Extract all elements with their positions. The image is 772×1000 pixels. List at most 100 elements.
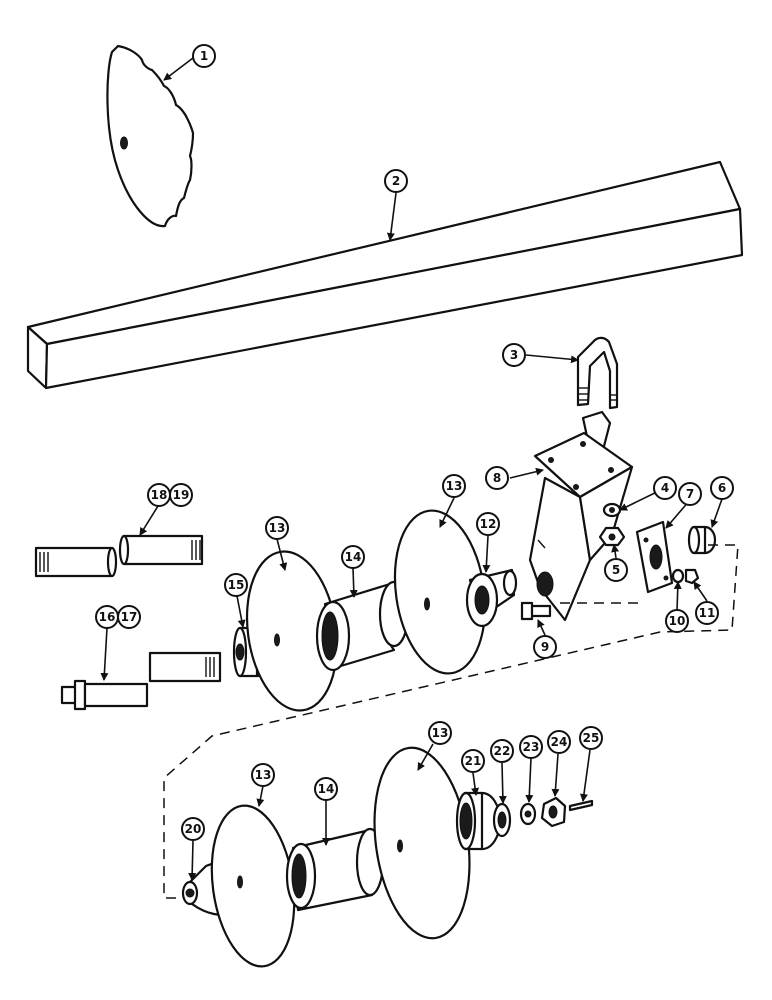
- callout-12: 12: [476, 512, 500, 536]
- bearing-part: [455, 791, 502, 851]
- callout-label: 17: [121, 610, 138, 624]
- leader-line: [471, 772, 480, 796]
- pipe-spacer-part: [34, 534, 204, 578]
- callout-11: 11: [695, 601, 719, 625]
- leader-line: [188, 840, 197, 881]
- callout-label: 14: [345, 550, 362, 564]
- callout-17: 17: [117, 605, 141, 629]
- disc-blade-part: [373, 746, 471, 940]
- callout-label: 3: [510, 348, 518, 362]
- callout-label: 12: [480, 517, 497, 531]
- leader-line: [537, 619, 546, 636]
- cotter-pin-part: [568, 799, 594, 812]
- callout-label: 24: [551, 735, 568, 749]
- leader-line: [498, 762, 507, 804]
- cone-washer-part: [465, 568, 518, 628]
- washer-part: [598, 526, 626, 547]
- hanger-bracket-part: [528, 410, 634, 622]
- callout-label: 7: [686, 487, 694, 501]
- leader-line: [349, 567, 358, 598]
- leader-lines: [100, 57, 723, 881]
- callout-13-lower-left: 13: [251, 763, 275, 787]
- callout-3: 3: [502, 343, 526, 367]
- spool-spacer-part: [315, 580, 410, 672]
- callout-9: 9: [533, 635, 557, 659]
- callout-label: 8: [493, 471, 501, 485]
- callout-label: 21: [465, 754, 482, 768]
- callout-13-upper-left: 13: [265, 516, 289, 540]
- callout-21: 21: [461, 749, 485, 773]
- leader-line: [525, 354, 579, 364]
- leader-line: [579, 749, 591, 802]
- callout-label: 13: [269, 521, 286, 535]
- callout-label: 20: [185, 822, 202, 836]
- callout-label: 13: [432, 726, 449, 740]
- bearing-part: [687, 525, 717, 555]
- callout-13-upper-right: 13: [442, 474, 466, 498]
- bearing-flange-part: [635, 520, 674, 594]
- callout-label: 4: [661, 481, 669, 495]
- leader-line: [525, 757, 534, 803]
- seal-part: [492, 802, 512, 838]
- u-bolt-part: [576, 336, 619, 410]
- leader-line: [509, 467, 544, 479]
- callout-10: 10: [665, 609, 689, 633]
- callout-label: 23: [523, 740, 540, 754]
- leader-line: [611, 544, 620, 559]
- callout-5: 5: [604, 558, 628, 582]
- callout-label: 5: [612, 563, 620, 577]
- callout-15: 15: [224, 573, 248, 597]
- callout-label: 9: [541, 640, 549, 654]
- castle-nut-part: [540, 796, 567, 828]
- callout-20: 20: [181, 817, 205, 841]
- callout-24: 24: [547, 730, 571, 754]
- nut-part: [602, 502, 622, 518]
- disc-blade-part: [210, 804, 296, 968]
- callout-23: 23: [519, 735, 543, 759]
- callout-14-lower: 14: [314, 777, 338, 801]
- callout-label: 25: [583, 731, 600, 745]
- small-nut-part: [671, 568, 700, 585]
- callout-label: 16: [99, 610, 116, 624]
- callout-label: 15: [228, 578, 245, 592]
- axle-bolt-part: [60, 651, 222, 711]
- callout-2: 2: [384, 169, 408, 193]
- continuation-line: [163, 544, 739, 899]
- leader-line: [276, 538, 288, 571]
- leader-line: [236, 595, 246, 628]
- callout-19: 19: [169, 483, 193, 507]
- callout-6: 6: [710, 476, 734, 500]
- callout-label: 14: [318, 782, 335, 796]
- callout-8: 8: [485, 466, 509, 490]
- callout-14-upper: 14: [341, 545, 365, 569]
- leader-line: [482, 535, 491, 573]
- leader-line: [139, 505, 159, 536]
- notched-disc-part: [106, 44, 195, 228]
- callout-22: 22: [490, 739, 514, 763]
- callout-label: 1: [200, 49, 208, 63]
- callout-label: 11: [699, 606, 716, 620]
- callout-1: 1: [192, 44, 216, 68]
- leader-line: [386, 192, 397, 241]
- bolt-part: [520, 601, 552, 621]
- callout-label: 2: [392, 174, 400, 188]
- callout-label: 22: [494, 744, 511, 758]
- callout-7: 7: [678, 482, 702, 506]
- callout-label: 19: [173, 488, 190, 502]
- spool-spacer-part: [285, 827, 385, 912]
- callout-4: 4: [653, 476, 677, 500]
- leader-line: [439, 497, 455, 528]
- callout-label: 18: [151, 488, 168, 502]
- callout-label: 10: [669, 614, 686, 628]
- leader-line: [163, 57, 194, 81]
- leader-line: [673, 581, 682, 611]
- callout-label: 13: [446, 479, 463, 493]
- leader-line: [256, 785, 265, 807]
- leader-line: [551, 753, 560, 797]
- callout-18: 18: [147, 483, 171, 507]
- leader-line: [710, 498, 723, 528]
- callout-25: 25: [579, 726, 603, 750]
- tool-bar-part: [26, 160, 744, 390]
- callout-label: 13: [255, 768, 272, 782]
